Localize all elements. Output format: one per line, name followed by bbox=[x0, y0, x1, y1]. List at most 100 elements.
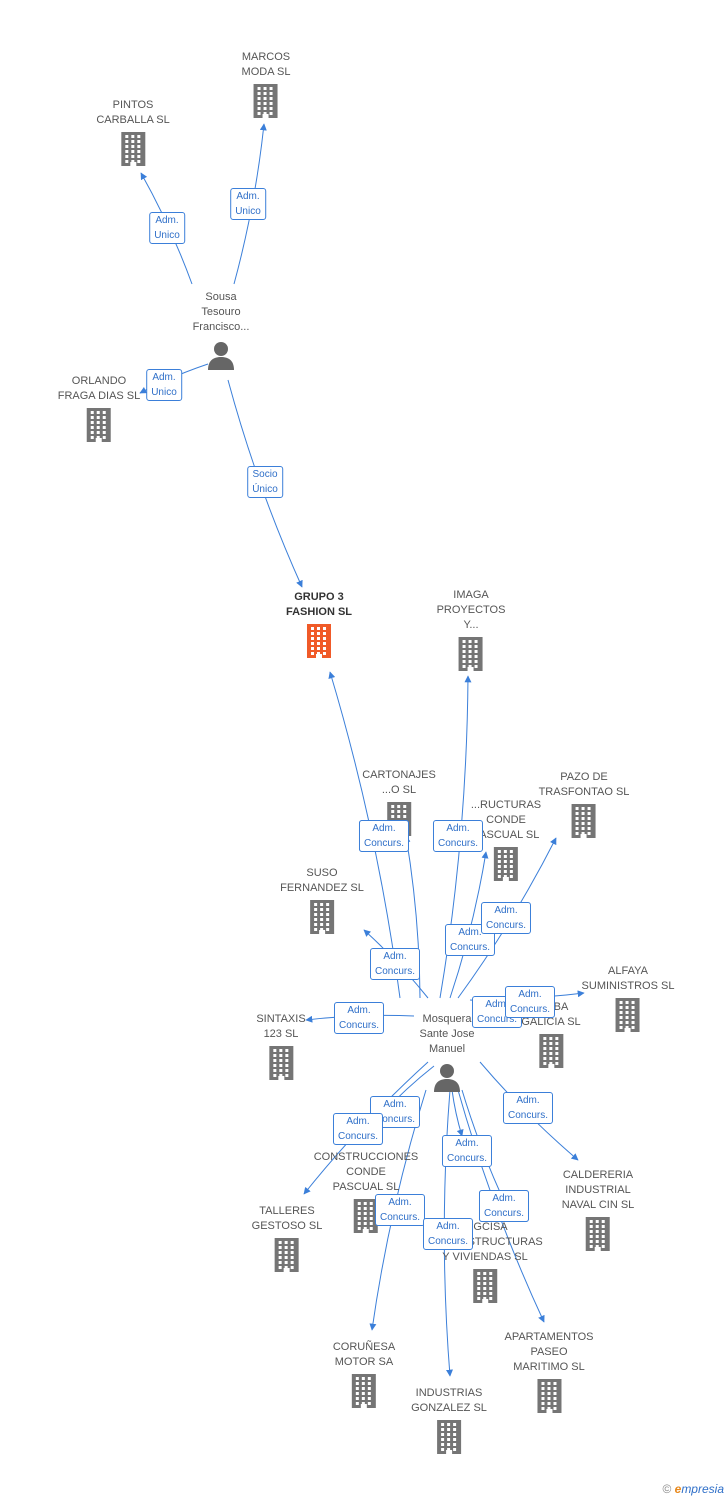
node-label-line: Mosquera bbox=[422, 1013, 472, 1025]
edge-label[interactable]: Adm.Concurs. bbox=[333, 1002, 385, 1034]
node-label-line: APARTAMENTOS bbox=[504, 1331, 594, 1343]
copyright-symbol: © bbox=[662, 1482, 672, 1496]
node-label-line: MODA SL bbox=[241, 66, 291, 78]
edge-label-line: Único bbox=[252, 484, 278, 495]
node-label-line: GRUPO 3 bbox=[294, 591, 344, 603]
edge-label[interactable]: Adm.Concurs. bbox=[422, 1218, 474, 1250]
node-label-line: FERNANDEZ SL bbox=[280, 882, 364, 894]
node-label-line: ...RUCTURAS bbox=[470, 799, 542, 811]
edge-label-line: Concurs. bbox=[485, 920, 527, 931]
node-label-line: 123 SL bbox=[263, 1028, 299, 1040]
building-icon bbox=[562, 1217, 635, 1256]
building-icon bbox=[286, 624, 352, 663]
edge-label-line: Unico bbox=[151, 387, 177, 398]
edge-label[interactable]: Adm.Concurs. bbox=[358, 820, 410, 852]
node-label-line: FASHION SL bbox=[285, 606, 353, 618]
building-icon bbox=[314, 1199, 419, 1238]
node-label-line: PASCUAL SL bbox=[332, 1181, 400, 1193]
edge-label-line: Concurs. bbox=[374, 966, 416, 977]
node-estructuras[interactable]: ...RUCTURAS CONDE PASCUAL SL bbox=[471, 798, 541, 886]
footer-brand: © empresia bbox=[662, 1482, 724, 1496]
node-label-line: PASCUAL SL bbox=[472, 829, 540, 841]
node-orlando[interactable]: ORLANDO FRAGA DIAS SL bbox=[57, 374, 141, 447]
edge-label[interactable]: Adm.Unico bbox=[146, 369, 182, 401]
edge-label[interactable]: Adm.Concurs. bbox=[374, 1194, 426, 1226]
edge-label[interactable]: Adm.Concurs. bbox=[502, 1092, 554, 1124]
edge-label-line: Adm. bbox=[492, 1193, 516, 1204]
edge-label-line: Adm. bbox=[455, 1138, 479, 1149]
building-icon bbox=[252, 1238, 323, 1277]
edge-label-line: Unico bbox=[235, 206, 261, 217]
building-icon bbox=[58, 408, 141, 447]
node-label-line: SUMINISTROS SL bbox=[581, 980, 675, 992]
edge-label-line: Concurs. bbox=[476, 1014, 518, 1025]
node-label-line: CARBALLA SL bbox=[96, 114, 170, 126]
edge-label[interactable]: Adm.Concurs. bbox=[504, 986, 556, 1018]
edge-label[interactable]: Adm.Unico bbox=[149, 212, 185, 244]
node-label-line: NAVAL CIN SL bbox=[561, 1199, 635, 1211]
edge-label[interactable]: Adm.Concurs. bbox=[432, 820, 484, 852]
edge-mosquera-grupo3 bbox=[451, 1089, 464, 1137]
edge-label-line: Adm. bbox=[383, 951, 407, 962]
node-label-line: MARITIMO SL bbox=[513, 1361, 585, 1373]
node-label-line: ORLANDO bbox=[71, 375, 127, 387]
node-label-line: GALICIA SL bbox=[521, 1016, 581, 1028]
edge-label[interactable]: Adm.Concurs. bbox=[480, 902, 532, 934]
edge-label[interactable]: Adm.Unico bbox=[230, 188, 266, 220]
node-label-line: GESTOSO SL bbox=[251, 1220, 323, 1232]
node-label-line: Y VIVIENDAS SL bbox=[442, 1251, 528, 1263]
edge-label-line: Adm. bbox=[518, 989, 542, 1000]
node-label-line: ALFAYA bbox=[608, 965, 648, 977]
node-alfaya[interactable]: ALFAYA SUMINISTROS SL bbox=[581, 964, 675, 1037]
node-label: CARTONAJES...O SL bbox=[362, 768, 436, 798]
node-grupo3[interactable]: GRUPO 3 FASHION SL bbox=[286, 590, 352, 663]
edge-mosquera-cartonajes bbox=[403, 835, 421, 999]
edge-label[interactable]: Adm.Concurs. bbox=[478, 1190, 530, 1222]
building-icon bbox=[539, 804, 630, 843]
edge-label[interactable]: Adm.Concurs. bbox=[332, 1113, 384, 1145]
edge-label-line: Adm. bbox=[436, 1221, 460, 1232]
brand-logo[interactable]: empresia bbox=[674, 1482, 724, 1496]
edge-label-line: Adm. bbox=[155, 215, 179, 226]
node-label-line: PINTOS bbox=[112, 99, 154, 111]
edge-label-line: Adm. bbox=[346, 1116, 370, 1127]
node-label-line: MOTOR SA bbox=[334, 1356, 394, 1368]
edge-label[interactable]: Adm.Concurs. bbox=[441, 1135, 493, 1167]
building-icon bbox=[504, 1379, 593, 1418]
node-label-line: CALDERERIA bbox=[562, 1169, 634, 1181]
building-icon bbox=[521, 1034, 580, 1073]
edge-label-line: Concurs. bbox=[449, 942, 491, 953]
node-label-line: IMAGA bbox=[453, 589, 489, 601]
node-label-line: Manuel bbox=[428, 1043, 466, 1055]
edge-label[interactable]: Adm. Concurs. bbox=[369, 948, 421, 980]
edge-label-line: Concurs. bbox=[507, 1110, 549, 1121]
node-pintos[interactable]: PINTOS CARBALLA SL bbox=[96, 98, 170, 171]
building-icon bbox=[96, 132, 169, 171]
node-label-line: INGCISA bbox=[462, 1221, 508, 1233]
node-label-line: FRAGA DIAS SL bbox=[57, 390, 141, 402]
node-label-line: CONDE bbox=[486, 814, 526, 826]
edge-label-line: Socio bbox=[252, 469, 278, 480]
